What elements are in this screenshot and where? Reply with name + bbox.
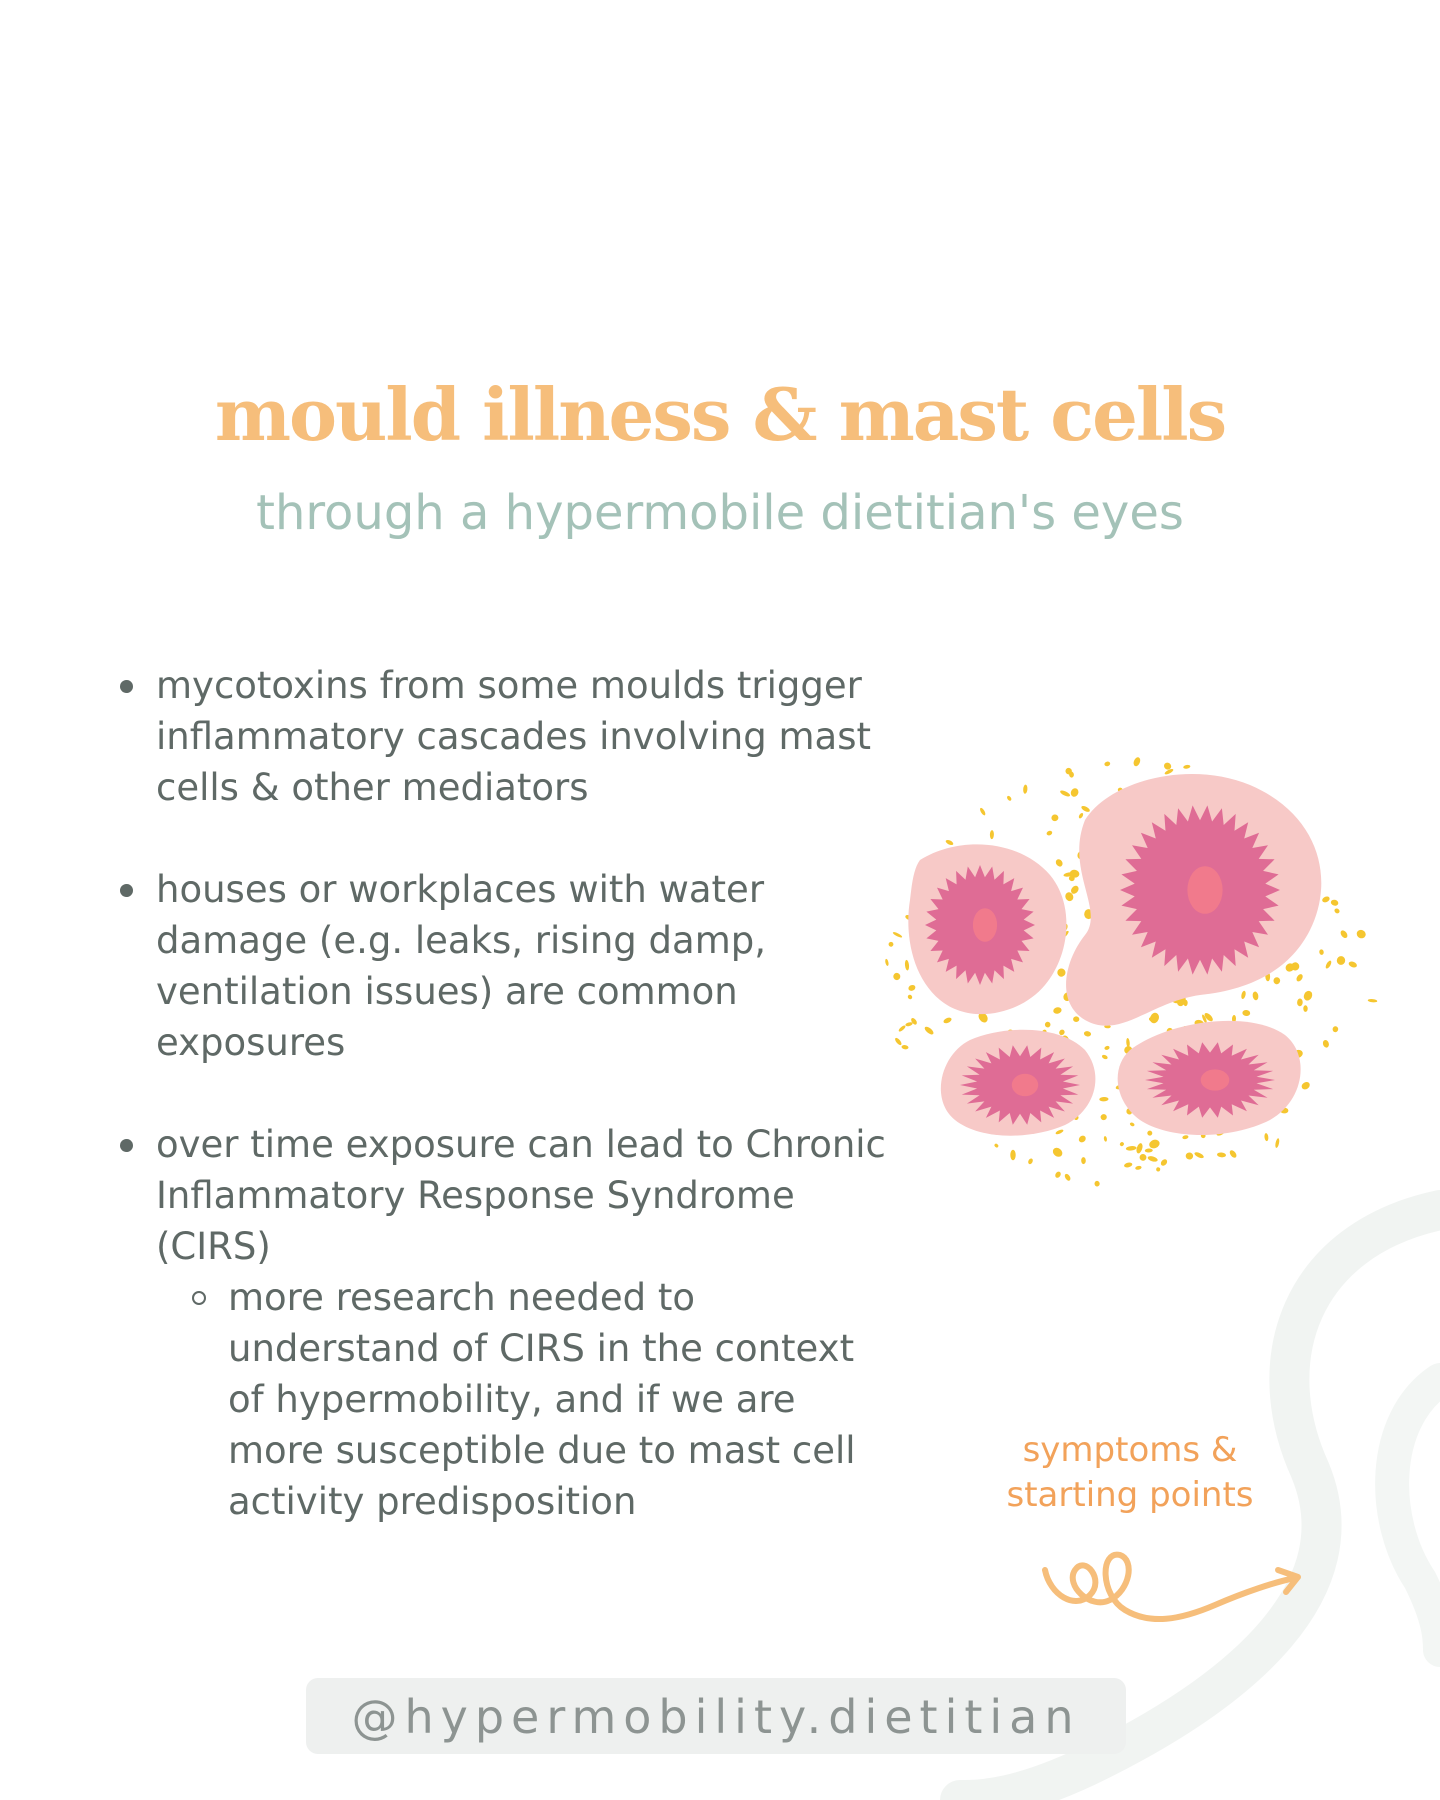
bullet-list: mycotoxins from some moulds trigger infl… <box>120 660 890 1527</box>
handle-text: @hypermobility.dietitian <box>351 1690 1081 1744</box>
cta-text: symptoms & starting points <box>980 1428 1280 1518</box>
bullet-text: houses or workplaces with water damage (… <box>156 868 766 1064</box>
bullet-text: mycotoxins from some moulds trigger infl… <box>156 664 871 809</box>
cta-line-1: symptoms & <box>1022 1430 1238 1470</box>
bullet-dot-icon <box>120 884 133 897</box>
sub-bullet-text: more research needed to understand of CI… <box>228 1276 856 1523</box>
curly-arrow-icon <box>1042 1551 1301 1623</box>
bullet-dot-icon <box>120 1139 133 1152</box>
sub-bullet-ring-icon <box>192 1291 206 1305</box>
bullet-item: houses or workplaces with water damage (… <box>120 864 890 1068</box>
bullet-dot-icon <box>120 680 133 693</box>
cta-line-2: starting points <box>1006 1475 1254 1515</box>
page-title: mould illness & mast cells <box>214 372 1227 457</box>
handle-badge <box>306 1678 1126 1754</box>
page-subtitle: through a hypermobile dietitian's eyes <box>256 485 1184 541</box>
bullet-item: mycotoxins from some moulds trigger infl… <box>120 660 890 813</box>
sub-bullet-item: more research needed to understand of CI… <box>120 1272 890 1527</box>
mast-cells-illustration-icon <box>885 757 1378 1187</box>
bullet-text: over time exposure can lead to Chronic I… <box>156 1123 886 1268</box>
bullet-item: over time exposure can lead to Chronic I… <box>120 1119 890 1272</box>
